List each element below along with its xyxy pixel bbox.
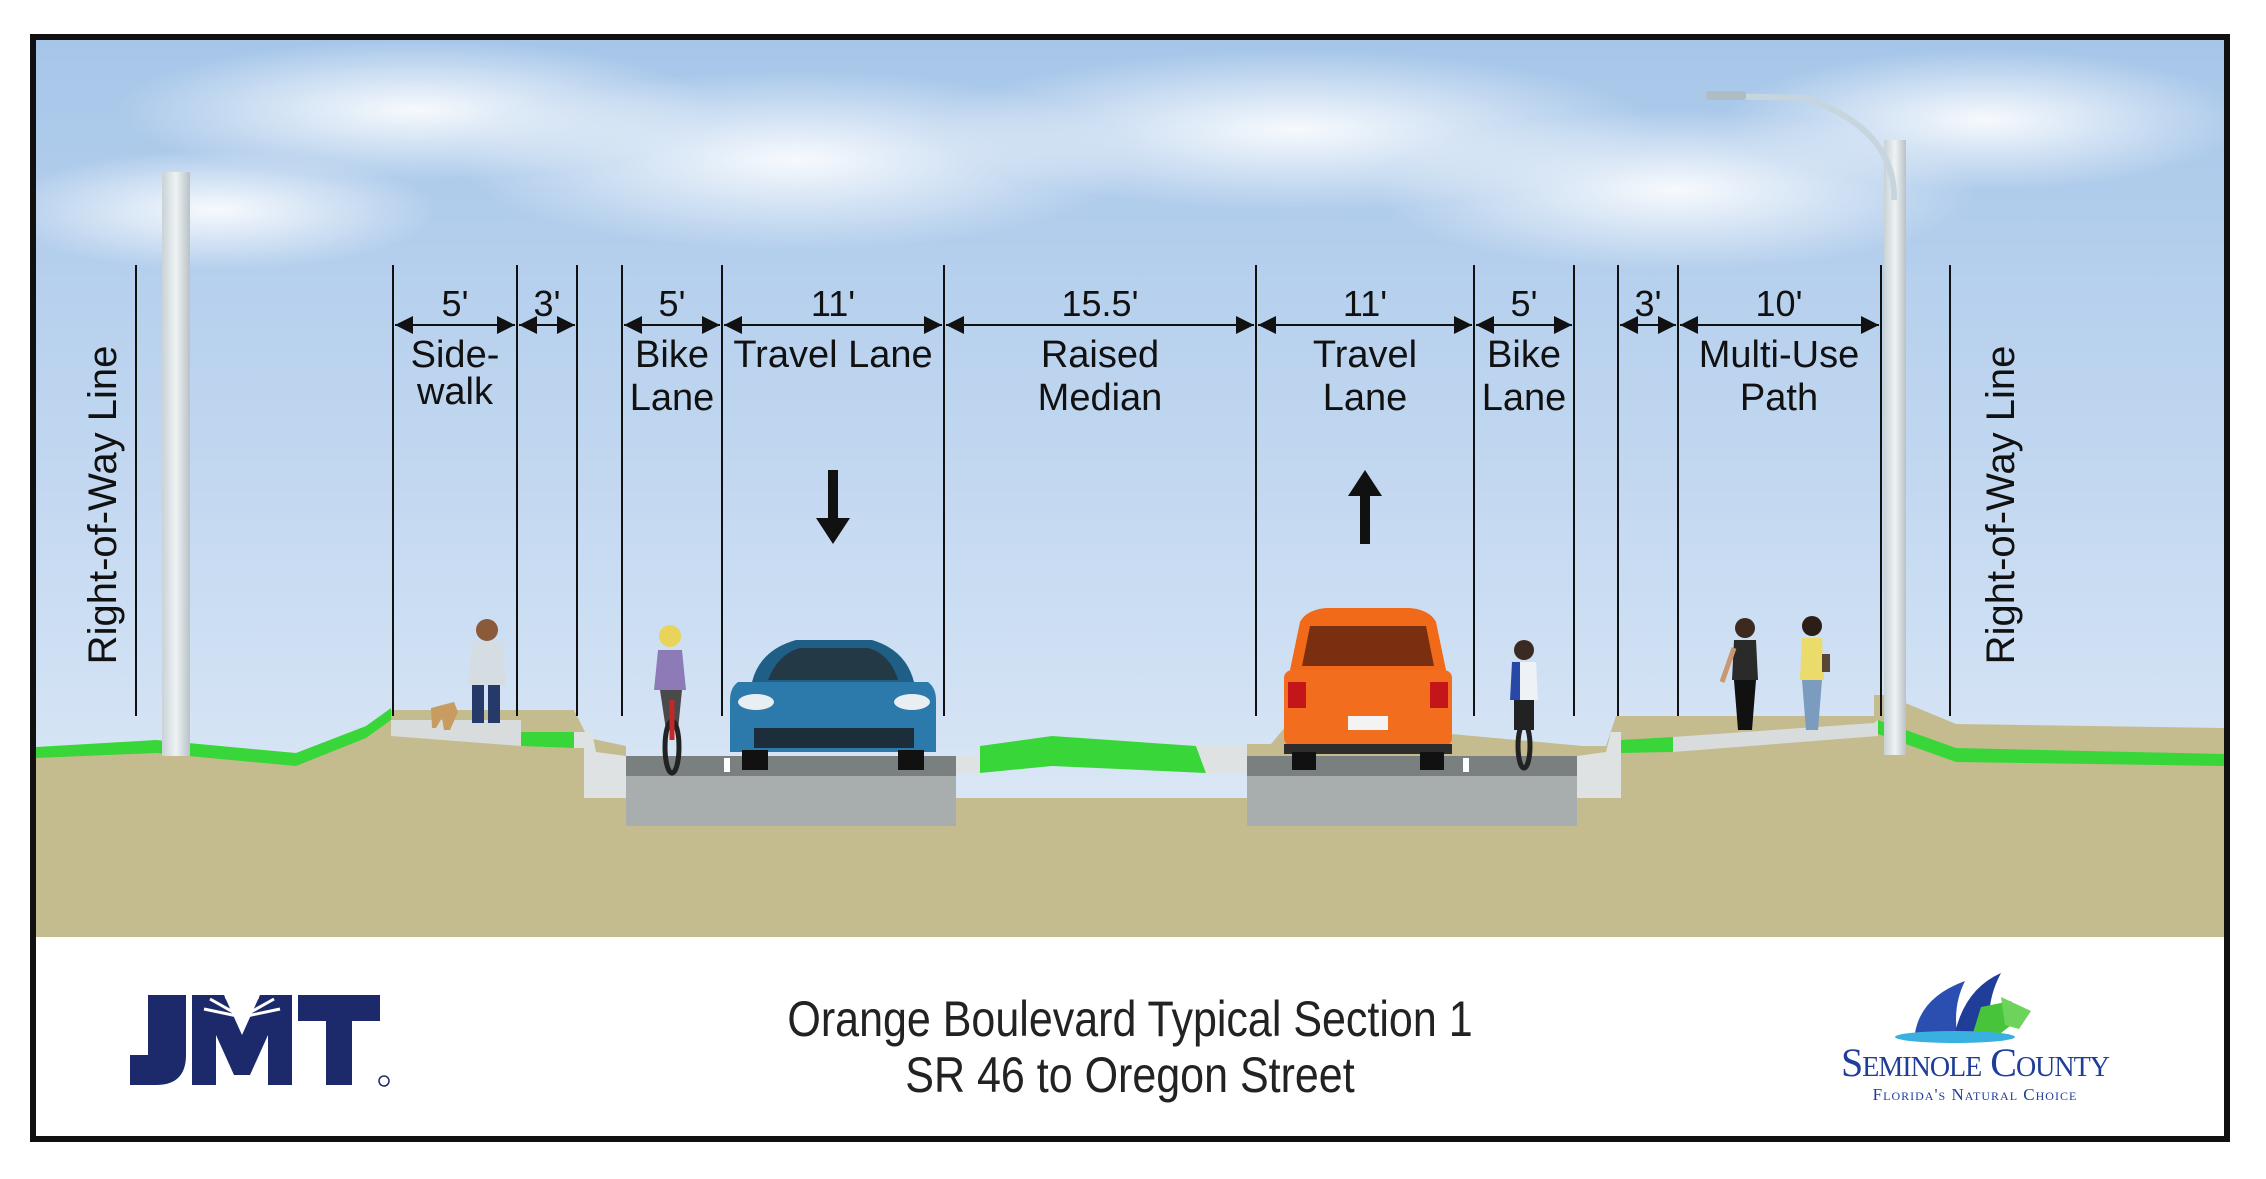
segment-width-buffer-left: 3' [534,283,561,324]
segment-label-travel-lane-left: Travel Lane [733,334,932,376]
segment-label-median-2: Median [1038,377,1163,419]
curb-left [574,732,626,798]
utility-pole [162,172,190,756]
section-title-line-1: Orange Boulevard Typical Section 1 [787,991,1473,1047]
pedestrian-with-dog [431,619,506,730]
clouds [36,40,2224,270]
dimension-dividers [135,265,1951,716]
curb-right [1577,732,1621,798]
right-of-way-label-left: Right-of-Way Line [81,346,125,665]
multi-use-path-slab [1673,720,1878,752]
diagram-frame: 5' 3' 5' 11' 15.5' 11' 5' 3' 10' Side- w… [30,34,2230,1142]
segment-width-bike-lane-left: 5' [659,283,686,324]
section-title-line-2: SR 46 to Oregon Street [905,1047,1355,1103]
footer: Orange Boulevard Typical Section 1 SR 46… [36,937,2224,1136]
down-arrow-icon [816,470,850,544]
segment-width-travel-lane-left: 11' [811,283,855,324]
segment-label-sidewalk-2: walk [416,371,494,413]
roadway-left [626,756,956,776]
segment-label-bike-lane-right-2: Lane [1482,377,1567,419]
segment-width-sidewalk: 5' [442,283,469,324]
jmt-logo [130,995,390,1087]
cyclist-right [1510,640,1538,771]
segment-label-travel-lane-right: Travel [1313,334,1417,376]
pedestrian-path-2 [1800,616,1830,730]
median-curb-right [1196,746,1247,773]
sidewalk-slab [391,720,521,746]
ground [36,695,2224,937]
segment-label-travel-lane-right-2: Lane [1323,377,1408,419]
roadway-right [1247,756,1577,776]
grass [36,708,2224,773]
cross-section-scene: 5' 3' 5' 11' 15.5' 11' 5' 3' 10' Side- w… [36,40,2224,937]
roadway-left-base [626,776,956,826]
seminole-county-tagline: Florida's Natural Choice [1872,1085,2078,1104]
roadway-right-base [1247,776,1577,826]
segment-width-buffer-right: 3' [1635,283,1662,324]
right-of-way-label-right: Right-of-Way Line [1979,346,2023,665]
segment-label-multi-use-path-2: Path [1740,377,1818,419]
segment-width-multi-use-path: 10' [1756,283,1803,324]
seminole-county-emblem [1895,973,2031,1043]
seminole-county-name: Seminole County [1841,1040,2110,1085]
segment-label-bike-lane-right: Bike [1487,334,1561,376]
segment-label-multi-use-path: Multi-Use [1699,334,1859,376]
segment-width-travel-lane-right: 11' [1343,283,1387,324]
street-light-pole [1706,91,1906,755]
orange-car [1284,608,1452,770]
segment-label-bike-lane-left: Bike [635,334,709,376]
median-curb-left [956,756,980,773]
segment-label-median: Raised [1041,334,1159,376]
up-arrow-icon [1348,470,1382,544]
cyclist-left [654,625,686,776]
blue-car [730,640,936,770]
section-title: Orange Boulevard Typical Section 1 SR 46… [189,991,2071,1103]
segment-width-bike-lane-right: 5' [1511,283,1538,324]
segment-width-median: 15.5' [1062,283,1139,324]
seminole-county-logo: Seminole County Florida's Natural Choice [1805,967,2145,1117]
segment-label-bike-lane-left-2: Lane [630,377,715,419]
pedestrian-path-1 [1719,618,1758,730]
segment-label-sidewalk: Side- [411,334,500,376]
